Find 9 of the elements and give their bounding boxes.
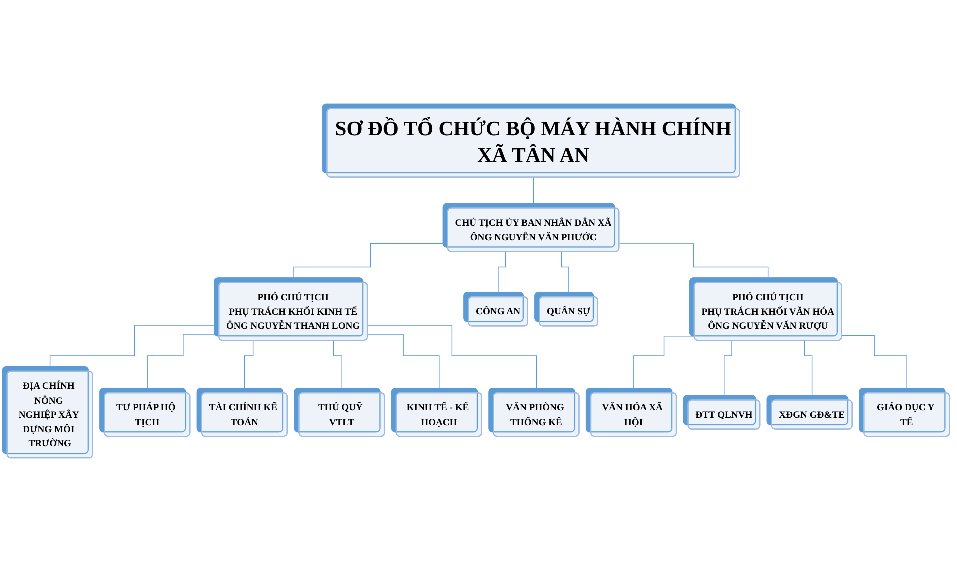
connector <box>147 334 220 394</box>
connector <box>842 335 908 394</box>
connector <box>50 325 220 372</box>
connector <box>533 177 534 209</box>
connector <box>634 336 696 394</box>
connector <box>368 334 440 394</box>
connector <box>293 243 449 284</box>
connector <box>619 244 769 284</box>
connector <box>368 325 538 394</box>
